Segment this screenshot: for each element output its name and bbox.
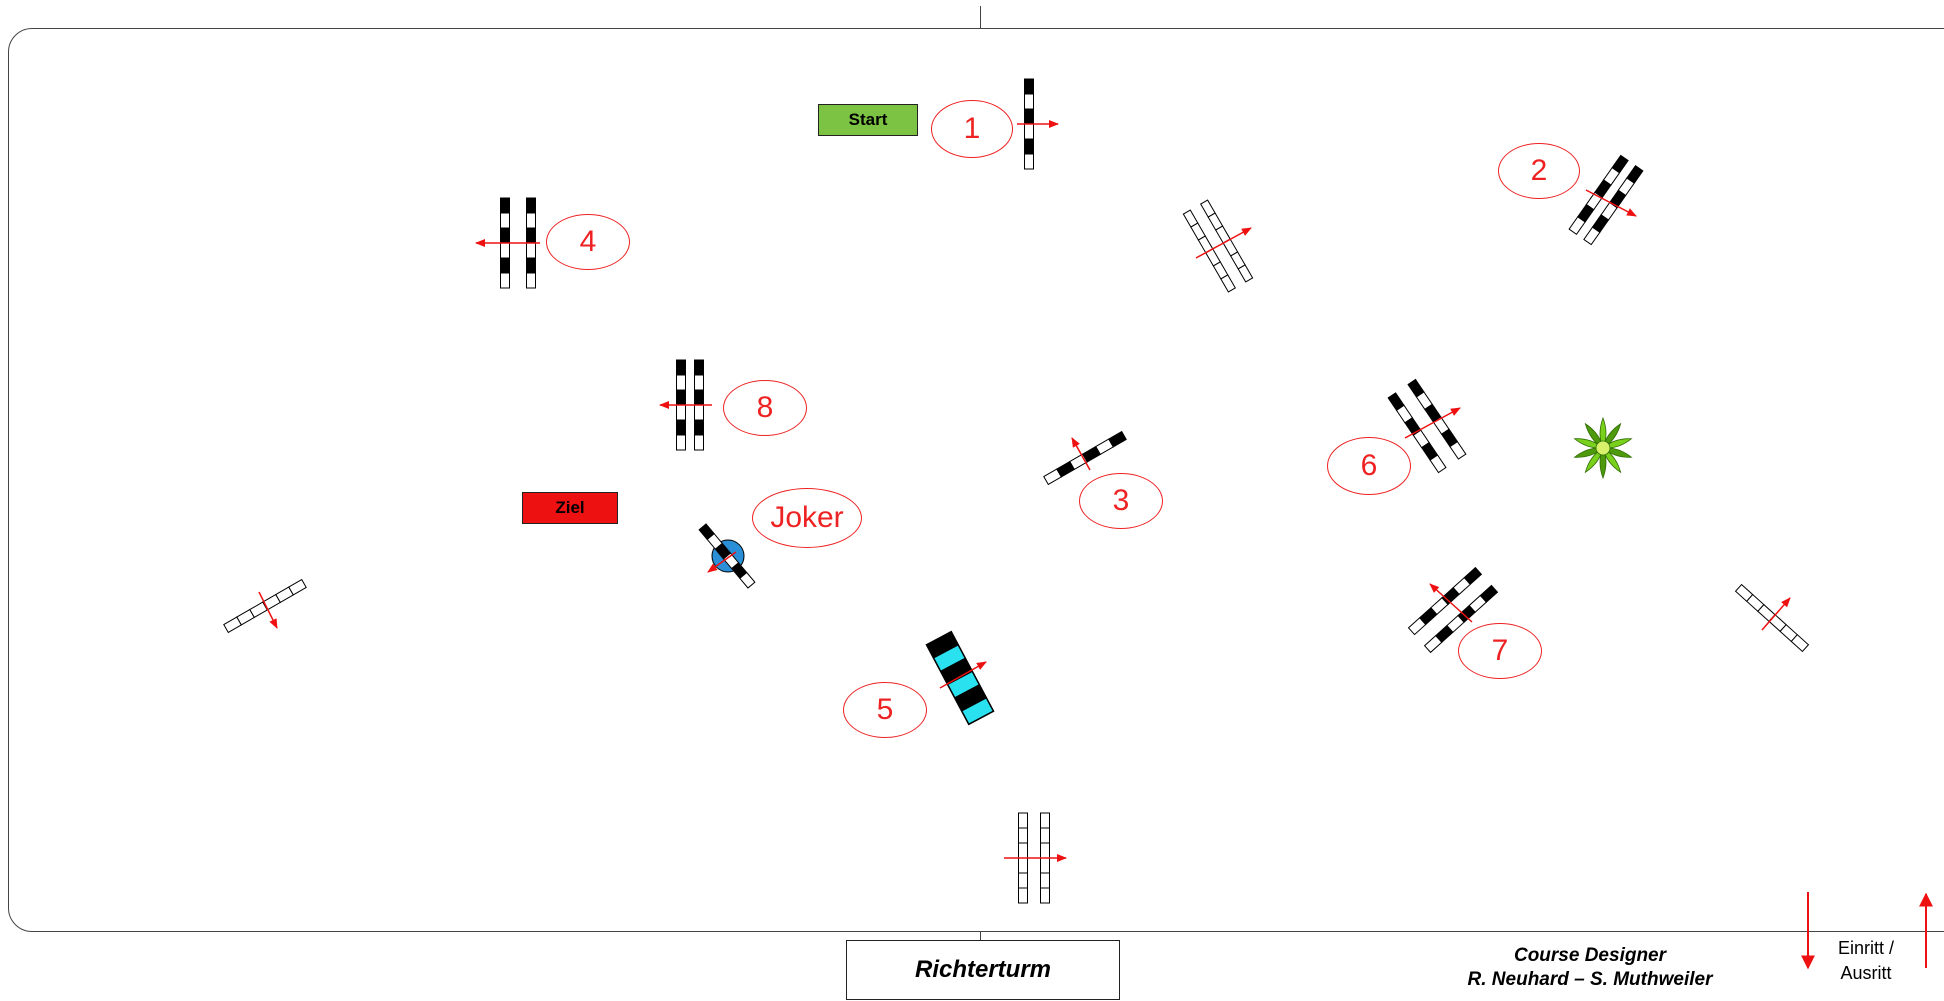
entry-label-line1: Einritt / <box>1837 938 1894 958</box>
obstacle-number-6: 6 <box>1327 437 1411 495</box>
obstacle-8 <box>676 359 704 451</box>
obstacle-number-3: 3 <box>1079 473 1163 529</box>
judge-tower: Richterturm <box>846 940 1120 1000</box>
obstacle-number-7: 7 <box>1458 623 1542 679</box>
obstacle-unnumbered-b <box>223 578 307 634</box>
obstacle-joker <box>698 523 756 589</box>
obstacle-number-1: 1 <box>931 100 1013 158</box>
obstacle-unnumbered-c <box>1734 583 1810 653</box>
plant-icon <box>1573 416 1633 480</box>
obstacle-number-4: 4 <box>546 214 630 270</box>
obstacle-7 <box>1407 566 1499 654</box>
designer-title: Course Designer <box>1513 945 1667 966</box>
obstacle-4 <box>500 197 536 289</box>
designer-names: R. Neuhard – S. Muthweiler <box>1467 969 1713 990</box>
obstacle-2 <box>1568 154 1644 246</box>
direction-arrow-joker <box>707 551 737 573</box>
obstacle-number-5: 5 <box>843 682 927 738</box>
obstacle-unnumbered-d <box>1018 812 1050 904</box>
direction-arrow-7 <box>1429 583 1473 623</box>
finish-label: Ziel <box>522 492 618 524</box>
obstacle-number-8: 8 <box>723 380 807 436</box>
direction-arrow-6 <box>1404 407 1461 439</box>
arena-fence <box>8 28 1944 932</box>
fence-top-tick <box>980 6 981 28</box>
entry-exit-label: Einritt / Ausritt <box>1828 936 1904 986</box>
obstacle-1 <box>1024 78 1034 170</box>
course-designer-credit: Course Designer R. Neuhard – S. Muthweil… <box>1440 944 1740 992</box>
direction-arrow-2 <box>1585 189 1637 217</box>
entry-label-line2: Ausritt <box>1840 963 1892 983</box>
direction-arrow-5 <box>939 661 987 689</box>
fence-bottom-tick <box>980 932 981 940</box>
obstacle-3 <box>1043 430 1127 486</box>
direction-arrow-b <box>258 591 278 629</box>
direction-arrow-a <box>1195 227 1252 259</box>
obstacle-5 <box>925 631 995 725</box>
obstacle-number-2: 2 <box>1498 143 1580 199</box>
direction-arrow-3 <box>1071 437 1091 471</box>
direction-arrow-c <box>1761 597 1791 631</box>
joker-label: Joker <box>752 488 862 548</box>
obstacle-6 <box>1387 378 1467 474</box>
start-label: Start <box>818 104 918 136</box>
